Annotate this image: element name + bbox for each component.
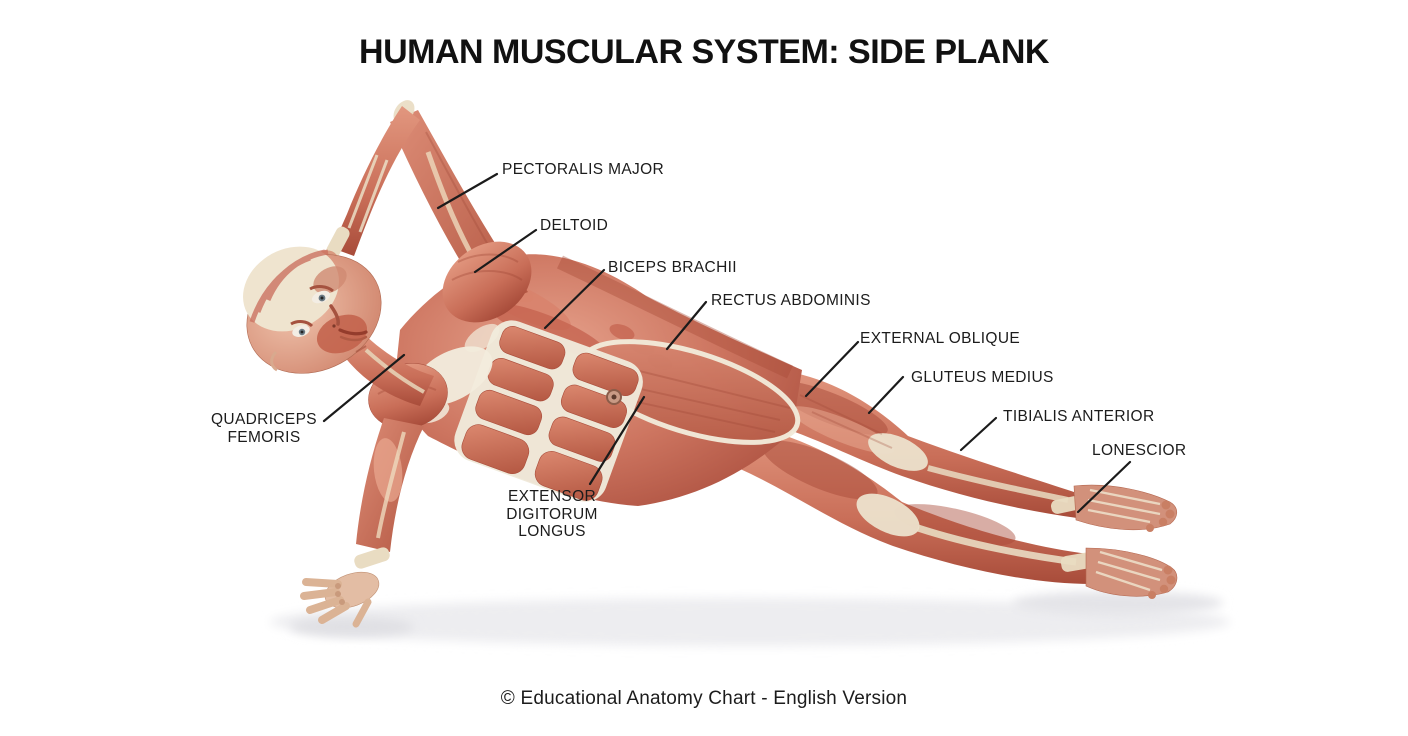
- leader-line-rectus-abdominis: [665, 300, 708, 351]
- leader-line-external-oblique: [804, 340, 860, 398]
- leader-line-quadriceps-femoris: [322, 353, 406, 423]
- page-title: HUMAN MUSCULAR SYSTEM: SIDE PLANK: [359, 33, 1049, 71]
- leader-line-deltoid: [473, 228, 538, 274]
- upper-leg: [756, 368, 1178, 532]
- lower-leg: [738, 424, 1178, 599]
- ear: [270, 350, 278, 372]
- head: [243, 246, 382, 374]
- leader-line-extensor-digitorum-longus: [588, 395, 646, 486]
- copyright-caption: © Educational Anatomy Chart - English Ve…: [500, 688, 908, 709]
- floor-shadow: [270, 591, 1230, 646]
- leader-line-biceps-brachii: [543, 268, 606, 330]
- leader-line-tibialis-anterior: [959, 416, 998, 452]
- deltoid-muscle: [442, 241, 532, 323]
- abs-panel: [454, 320, 643, 502]
- eyes: [290, 285, 334, 337]
- leader-lines: [322, 172, 1132, 514]
- navel-center: [611, 394, 617, 400]
- leader-line-pectoralis-major: [436, 172, 499, 210]
- neck: [344, 332, 434, 406]
- nose: [329, 304, 340, 326]
- cheek-muscle: [316, 314, 368, 354]
- leader-line-gluteus-medius: [867, 375, 905, 415]
- skull-cap: [243, 246, 339, 332]
- leader-line-lonescior: [1076, 460, 1132, 514]
- support-arm: [300, 363, 448, 628]
- mouth: [338, 328, 368, 342]
